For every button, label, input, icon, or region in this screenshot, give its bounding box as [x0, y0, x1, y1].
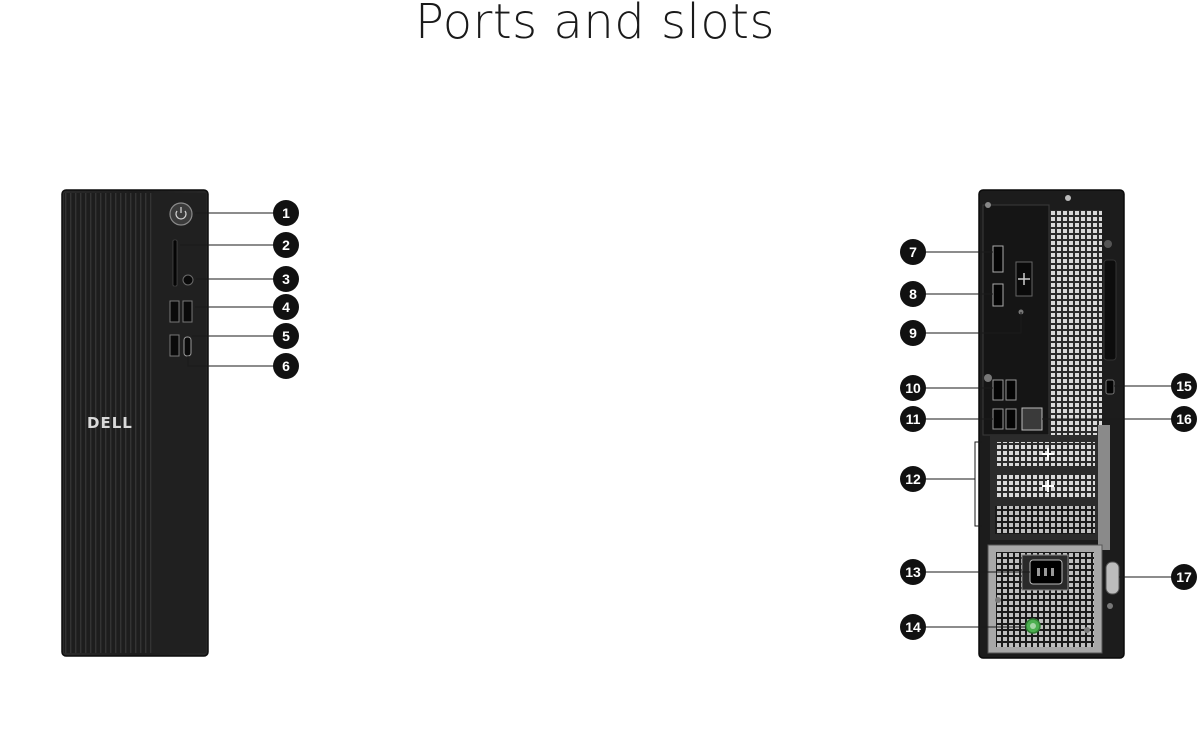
usb-c-port[interactable] [183, 336, 192, 357]
svg-text:9: 9 [909, 325, 917, 341]
front-leader-lines [180, 212, 274, 367]
callout-1: 1 [273, 200, 299, 226]
svg-text:13: 13 [905, 564, 921, 580]
usb-a-port[interactable] [1005, 408, 1017, 430]
power-button[interactable] [169, 202, 193, 226]
usb-a-port[interactable] [169, 300, 180, 323]
callout-10: 10 [900, 375, 926, 401]
callout-9: 9 [900, 320, 926, 346]
callout-16: 16 [1171, 406, 1197, 432]
svg-text:12: 12 [905, 471, 921, 487]
svg-text:7: 7 [909, 244, 917, 260]
svg-text:15: 15 [1176, 378, 1192, 394]
svg-text:5: 5 [282, 328, 290, 344]
callout-8: 8 [900, 281, 926, 307]
callout-4: 4 [273, 294, 299, 320]
svg-text:3: 3 [282, 271, 290, 287]
callout-7: 7 [900, 239, 926, 265]
audio-jack[interactable] [182, 274, 194, 286]
svg-text:2: 2 [282, 237, 290, 253]
callout-15: 15 [1171, 373, 1197, 399]
svg-text:8: 8 [909, 286, 917, 302]
callout-12: 12 [900, 466, 926, 492]
security-lock-slot[interactable] [1105, 379, 1115, 395]
usb-a-port[interactable] [992, 379, 1004, 401]
displayport-port[interactable] [992, 283, 1004, 307]
svg-text:14: 14 [905, 619, 921, 635]
callout-13: 13 [900, 559, 926, 585]
svg-text:1: 1 [282, 205, 290, 221]
padlock-ring[interactable] [1105, 561, 1120, 595]
svg-text:11: 11 [906, 411, 921, 427]
usb-a-port[interactable] [182, 300, 193, 323]
callout-17: 17 [1171, 564, 1197, 590]
svg-text:16: 16 [1176, 411, 1192, 427]
callout-11: 11 [900, 406, 926, 432]
sd-card-slot[interactable] [172, 239, 178, 287]
callout-2: 2 [273, 232, 299, 258]
callout-6: 6 [273, 353, 299, 379]
usb-a-port[interactable] [992, 408, 1004, 430]
svg-text:10: 10 [905, 380, 921, 396]
usb-a-port[interactable] [1005, 379, 1017, 401]
ethernet-port[interactable] [1021, 407, 1043, 431]
front-chassis: DELL [61, 189, 209, 657]
rear-leader-lines [925, 251, 1172, 628]
page-title: Ports and slots [414, 0, 776, 50]
svg-text:17: 17 [1176, 569, 1192, 585]
rear-chassis [978, 189, 1125, 659]
callout-14: 14 [900, 614, 926, 640]
dell-logo: DELL [87, 414, 133, 432]
svg-text:4: 4 [282, 299, 290, 315]
callout-5: 5 [273, 323, 299, 349]
displayport-port[interactable] [992, 245, 1004, 273]
power-icon [175, 210, 187, 220]
callout-3: 3 [273, 266, 299, 292]
usb-a-port[interactable] [169, 334, 180, 357]
svg-text:6: 6 [282, 358, 290, 374]
